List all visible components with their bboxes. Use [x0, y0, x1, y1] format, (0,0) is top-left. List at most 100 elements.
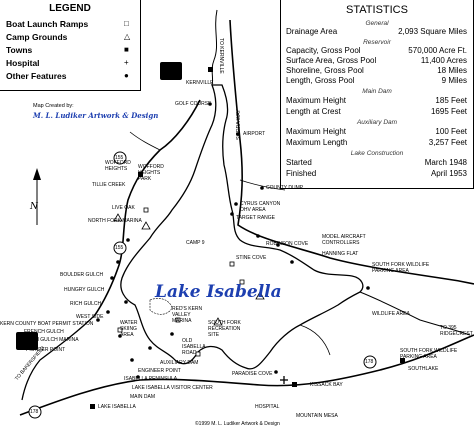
south-fork-river — [359, 291, 471, 336]
stats-value: 3,257 Feet — [428, 138, 467, 147]
route-178-label-a: 178 — [30, 409, 39, 415]
stats-key: Finished — [286, 169, 317, 178]
label-target-range: TARGET RANGE — [236, 215, 275, 221]
stats-value: March 1948 — [424, 158, 467, 167]
stats-reservoir-heading: Reservoir — [363, 39, 391, 46]
label-southlake: SOUTHLAKE — [408, 366, 439, 372]
stats-key: Length, Gross Pool — [286, 76, 355, 85]
label-kernville: KERNVILLE — [186, 80, 214, 86]
stats-key: Surface Area, Gross Pool — [286, 56, 377, 65]
label-west-side: WEST SIDE — [76, 314, 104, 320]
road-178 — [19, 334, 474, 416]
label-water-ski: WATER SKIING AREA — [120, 320, 138, 338]
label-mountain-mesa: MOUNTAIN MESA — [296, 413, 338, 419]
route-155-shield-b — [113, 241, 127, 255]
label-wofford-park: WOFFORD HEIGHTS PARK — [138, 164, 164, 182]
stats-value: 18 Miles — [437, 66, 467, 75]
stats-value: 11,400 Acres — [420, 56, 467, 65]
label-stine-cove: STINE COVE — [236, 255, 267, 261]
campgrounds — [113, 213, 265, 326]
stats-value: 2,093 Square Miles — [398, 27, 467, 36]
town-kernville-square — [208, 67, 213, 72]
road-155 — [94, 99, 201, 316]
label-wildlife-area: WILDLIFE AREA — [372, 311, 410, 317]
label-county-dump: COUNTY DUMP — [266, 185, 304, 191]
map-title: Lake Isabella — [155, 282, 282, 302]
route-155-shield-a — [113, 151, 127, 165]
label-lake-isabella-town: LAKE ISABELLA — [98, 404, 136, 410]
campground-icon-south — [16, 332, 38, 350]
stats-key: Shoreline, Gross Pool — [286, 66, 364, 75]
stats-value: April 1953 — [430, 169, 467, 178]
label-golf-course: GOLF COURSE — [175, 101, 212, 107]
label-rich-gulch: RICH GULCH — [70, 301, 102, 307]
boat-ramps — [117, 207, 245, 357]
label-kern-boat-permit: KERN COUNTY BOAT PERMIT STATION — [0, 321, 94, 327]
label-main-dam: MAIN DAM — [130, 394, 155, 400]
label-robinson-cove: ROBINSON COVE — [266, 241, 309, 247]
legend-symbol-towns: ■ — [124, 45, 129, 54]
stats-general-heading: General — [365, 20, 389, 27]
stats-aux-dam-heading: Auxiliary Dam — [356, 119, 398, 126]
label-hungry-gulch: HUNGRY GULCH — [64, 287, 105, 293]
label-tillie-creek: TILLIE CREEK — [92, 182, 126, 188]
route-178-shield-b — [363, 355, 377, 369]
route-155-label-b: 155 — [115, 245, 124, 251]
hospital-cross — [280, 376, 288, 384]
statistics-panel: STATISTICS General Drainage Area 2,093 S… — [280, 0, 474, 189]
stats-value: 570,000 Acre Ft. — [408, 46, 467, 55]
town-southlake-square — [400, 358, 405, 363]
stats-key: Drainage Area — [286, 27, 338, 36]
feature-dots — [96, 102, 370, 379]
label-sf-rec-site: SOUTH FORK RECREATION SITE — [208, 320, 241, 338]
lake-shoreline — [120, 84, 364, 370]
town-wofford-square — [138, 172, 143, 177]
label-live-oak: LIVE OAK — [112, 205, 135, 211]
to-395-label: TO 395 RIDGECREST — [440, 325, 473, 337]
stats-key: Started — [286, 158, 312, 167]
label-reds-marina: RED'S KERN VALLEY MARINA — [172, 306, 203, 324]
stats-main-dam-heading: Main Dam — [362, 88, 392, 95]
legend-symbol-boat-ramps: □ — [124, 19, 129, 28]
statistics-title: STATISTICS — [346, 4, 408, 16]
label-boulder-gulch: BOULDER GULCH — [60, 272, 104, 278]
stats-key: Length at Crest — [286, 107, 341, 116]
legend-item-towns: Towns — [6, 45, 33, 55]
town-mountain-mesa-square — [292, 382, 297, 387]
label-airport: AIRPORT — [243, 131, 266, 137]
north-label: N — [30, 202, 38, 212]
route-155-label-a: 155 — [115, 155, 124, 161]
route-178-shield-a — [28, 405, 42, 419]
town-lake-isabella-square — [90, 404, 95, 409]
to-kernville-north-label: TO KERNVILLE — [218, 38, 224, 74]
legend-title: LEGEND — [49, 3, 91, 14]
label-camp-9: CAMP 9 — [186, 240, 205, 246]
label-cyrus-canyon: CYRUS CANYON OHV AREA — [240, 201, 281, 213]
label-sf-wildlife-1: SOUTH FORK WILDLIFE PARKING AREA — [372, 262, 430, 274]
label-hanning-flat: HANNING FLAT — [322, 251, 359, 257]
sierra-way-label: SIERRA WAY — [236, 109, 242, 140]
road-bakersfield — [21, 314, 96, 401]
label-french-gulch: FRENCH GULCH — [24, 329, 64, 335]
legend-item-camp-grounds: Camp Grounds — [6, 32, 68, 42]
stats-value: 185 Feet — [435, 96, 467, 105]
kern-river-north — [211, 9, 218, 86]
label-model-aircraft: MODEL AIRCRAFT CONTROLLERS — [322, 234, 366, 246]
stats-key: Maximum Length — [286, 138, 348, 147]
label-pioneer-point: PIONEER POINT — [26, 347, 66, 353]
stats-value: 9 Miles — [441, 76, 467, 85]
legend-item-hospital: Hospital — [6, 58, 40, 68]
legend-item-other-features: Other Features — [6, 71, 67, 81]
label-french-gulch-marina: FRENCH GULCH MARINA — [18, 337, 79, 343]
label-north-fork-marina: NORTH FORK MARINA — [88, 218, 142, 224]
label-paradise-cove: PARADISE COVE — [232, 371, 273, 377]
stats-key: Capacity, Gross Pool — [286, 46, 361, 55]
copyright: ©1999 M. L. Ludiker Artwork & Design — [195, 421, 280, 427]
stats-value: 1695 Feet — [430, 107, 467, 116]
legend-item-boat-ramps: Boat Launch Ramps — [6, 19, 89, 29]
credit-author: M. L. Ludiker Artwork & Design — [33, 111, 159, 120]
stats-key: Maximum Height — [286, 96, 347, 105]
stats-value: 100 Feet — [435, 127, 467, 136]
credit-label: Map Created by: — [33, 103, 74, 109]
